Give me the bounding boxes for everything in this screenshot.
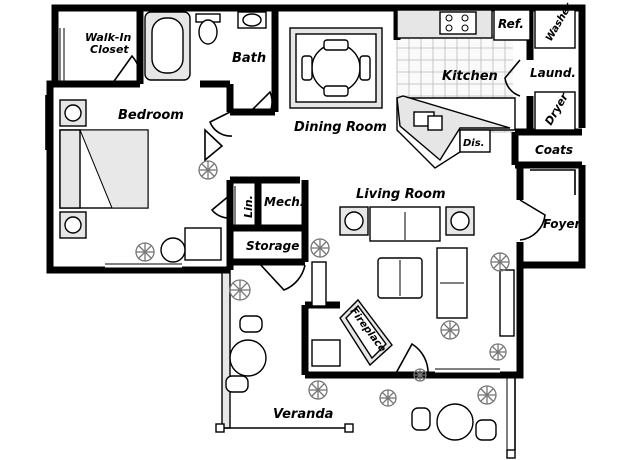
- plant-icon: [490, 252, 510, 272]
- plant-icon: [477, 385, 497, 405]
- plant-icon: [198, 160, 218, 180]
- label-foyer: Foyer: [543, 217, 581, 231]
- label-ref: Ref.: [498, 17, 524, 31]
- plants: [135, 160, 510, 407]
- label-storage: Storage: [246, 239, 299, 253]
- bedroom-furniture: [59, 99, 222, 263]
- label-coats: Coats: [535, 143, 573, 157]
- plant-icon: [310, 238, 330, 258]
- living-room-furniture: [311, 206, 515, 337]
- label-dishwasher: Dis.: [463, 138, 484, 149]
- plant-icon: [229, 279, 251, 301]
- plant-icon: [489, 343, 507, 361]
- doors: [111, 54, 576, 376]
- plant-icon: [379, 389, 397, 407]
- plant-icon: [308, 380, 328, 400]
- label-walk-in-closet-2: Closet: [90, 43, 129, 56]
- kitchen-fixtures: [396, 9, 576, 169]
- label-veranda: Veranda: [273, 407, 333, 422]
- label-bedroom: Bedroom: [118, 108, 184, 123]
- veranda-furniture: [225, 315, 497, 441]
- bath-fixtures: [144, 11, 267, 81]
- label-laundry: Laund.: [530, 66, 576, 80]
- windows: [45, 95, 500, 374]
- label-mech: Mech.: [264, 195, 304, 209]
- plant-icon: [135, 242, 155, 262]
- plant-icon: [413, 368, 427, 382]
- plant-icon: [440, 320, 460, 340]
- label-dining-room: Dining Room: [294, 120, 387, 135]
- fireplace: [311, 298, 393, 367]
- walk-in-closet: [59, 28, 65, 82]
- label-bath: Bath: [232, 51, 266, 66]
- label-kitchen: Kitchen: [442, 69, 498, 84]
- label-living-room: Living Room: [356, 187, 446, 202]
- label-linen: Lin.: [242, 195, 255, 218]
- label-walk-in-closet-1: Walk-In: [85, 31, 132, 44]
- dining-table: [289, 27, 383, 109]
